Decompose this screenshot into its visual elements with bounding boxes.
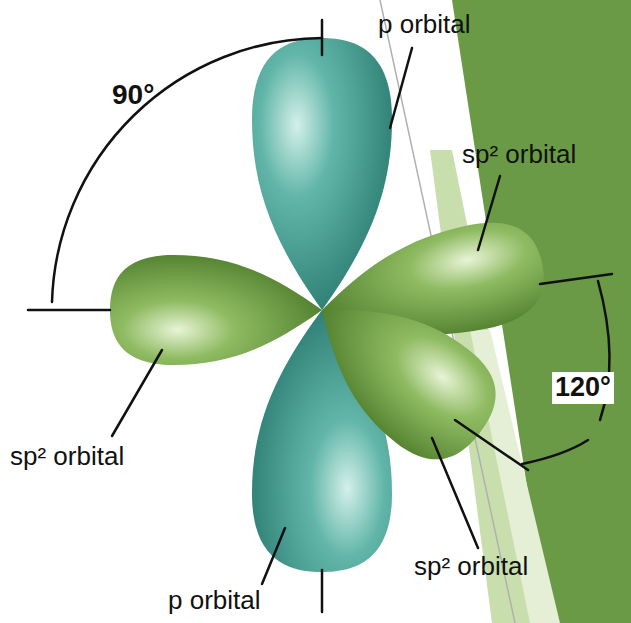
leader-line bbox=[112, 350, 162, 436]
label-slot: 90° bbox=[112, 80, 154, 111]
leader-line bbox=[262, 528, 285, 584]
angle-label: 90° bbox=[112, 80, 154, 111]
label-slot: sp² orbital bbox=[462, 140, 576, 169]
sp2-lobe bbox=[286, 264, 516, 480]
label-slot: p orbital bbox=[168, 586, 261, 615]
angle-tick bbox=[455, 420, 528, 470]
orbital-label: sp² orbital bbox=[414, 552, 528, 581]
angle-tick bbox=[28, 309, 110, 312]
orbital-label: p orbital bbox=[378, 10, 471, 39]
orbital-label: sp² orbital bbox=[10, 442, 124, 471]
angle-label: 120° bbox=[552, 372, 614, 404]
leader-line bbox=[432, 438, 478, 548]
sp2-lobe bbox=[110, 255, 322, 365]
leader-line bbox=[478, 176, 500, 250]
leader-line bbox=[390, 48, 412, 128]
angle-tick bbox=[540, 274, 612, 284]
orbital-label: p orbital bbox=[168, 586, 261, 615]
label-slot: sp² orbital bbox=[10, 442, 124, 471]
angle-arc bbox=[52, 38, 322, 302]
angle-arc bbox=[522, 440, 588, 464]
label-slot: p orbital bbox=[378, 10, 471, 39]
orbital-label: sp² orbital bbox=[462, 140, 576, 169]
label-slot: sp² orbital bbox=[414, 552, 528, 581]
angle-tick bbox=[321, 570, 324, 612]
label-slot: 120° bbox=[552, 372, 614, 404]
